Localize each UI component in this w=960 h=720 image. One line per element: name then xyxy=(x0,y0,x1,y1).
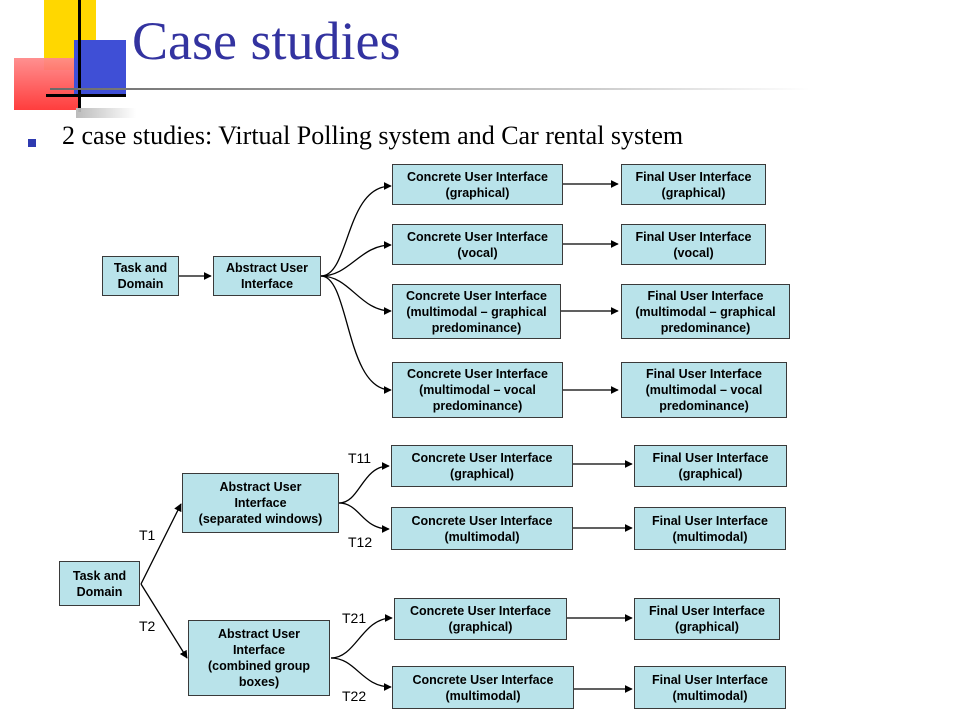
edge-label-t12: T12 xyxy=(348,534,373,550)
final-ui-vocal-box-1: Final User Interface (vocal) xyxy=(621,224,766,265)
concrete-ui-graphical-box-2a: Concrete User Interface (graphical) xyxy=(391,445,573,487)
edge-label-t1: T1 xyxy=(139,527,156,543)
page-title: Case studies xyxy=(132,11,401,71)
edge-aui1-cui-multimodal-2 xyxy=(338,502,390,533)
task-domain-box-1: Task and Domain xyxy=(102,256,179,296)
edge-label-t22: T22 xyxy=(342,688,367,704)
title-divider xyxy=(50,88,810,90)
concrete-ui-multimodal-box-2a: Concrete User Interface (multimodal) xyxy=(391,507,573,550)
abstract-ui-box-1: Abstract User Interface xyxy=(213,256,321,296)
concrete-ui-multimodal-vocal-box-1: Concrete User Interface (multimodal – vo… xyxy=(392,362,563,418)
final-ui-multimodal-vocal-box-1: Final User Interface (multimodal – vocal… xyxy=(621,362,787,418)
edge-aui2-cui-multimodal-2 xyxy=(330,657,392,691)
final-ui-multimodal-graphical-box-1: Final User Interface (multimodal – graph… xyxy=(621,284,790,339)
concrete-ui-graphical-box-1: Concrete User Interface (graphical) xyxy=(392,164,563,205)
edge-task-aui2-2 xyxy=(140,583,188,659)
edge-aui-cui-vocal-1 xyxy=(320,241,392,277)
edge-aui1-cui-graphical-2 xyxy=(338,462,390,504)
concrete-ui-multimodal-graphical-box-1: Concrete User Interface (multimodal – gr… xyxy=(392,284,561,339)
edge-task-aui1-2 xyxy=(140,503,182,585)
slide-logo xyxy=(0,0,140,120)
bullet-icon xyxy=(28,139,36,147)
abstract-ui-combined-group-boxes-box: Abstract User Interface (combined group … xyxy=(188,620,330,696)
concrete-ui-vocal-box-1: Concrete User Interface (vocal) xyxy=(392,224,563,265)
edge-label-t2: T2 xyxy=(139,618,156,634)
abstract-ui-separated-windows-box: Abstract User Interface (separated windo… xyxy=(182,473,339,533)
concrete-ui-multimodal-box-2b: Concrete User Interface (multimodal) xyxy=(392,666,574,709)
final-ui-multimodal-box-2b: Final User Interface (multimodal) xyxy=(634,666,786,709)
edge-label-t21: T21 xyxy=(342,610,367,626)
final-ui-graphical-box-2a: Final User Interface (graphical) xyxy=(634,445,787,487)
concrete-ui-graphical-box-2b: Concrete User Interface (graphical) xyxy=(394,598,567,640)
edge-aui-cui-mmv-1 xyxy=(320,275,392,394)
edge-aui-cui-mmg-1 xyxy=(320,275,392,315)
edge-aui-cui-graphical-1 xyxy=(320,182,392,277)
bullet-text: 2 case studies: Virtual Polling system a… xyxy=(62,121,684,150)
task-domain-box-2: Task and Domain xyxy=(59,561,140,606)
edge-aui2-cui-graphical-2 xyxy=(330,614,393,659)
edge-label-t11: T11 xyxy=(348,450,372,466)
final-ui-graphical-box-2b: Final User Interface (graphical) xyxy=(634,598,780,640)
final-ui-graphical-box-1: Final User Interface (graphical) xyxy=(621,164,766,205)
final-ui-multimodal-box-2a: Final User Interface (multimodal) xyxy=(634,507,786,550)
